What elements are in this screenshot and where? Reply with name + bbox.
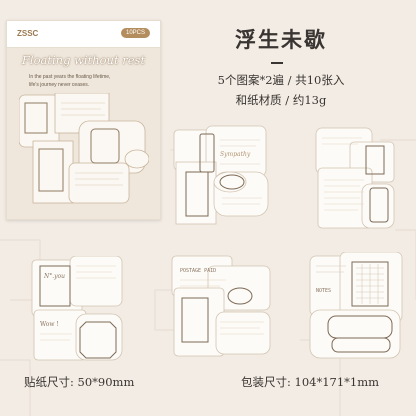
title-divider: [271, 62, 283, 64]
sticker-label-notes: NOTES: [316, 288, 331, 294]
sticker-label-postage: POSTAGE PAID: [180, 268, 216, 274]
product-spec-material: 和纸材质 / 约13g: [235, 93, 327, 107]
package-subtitle: In the past years the floating lifetime,…: [29, 73, 148, 89]
package-title: Floating without rest: [21, 53, 146, 67]
product-spec-quantity: 5个图案*2遍 / 共10张入: [217, 73, 345, 87]
package-header: ZSSC 10PCS: [7, 21, 160, 48]
sticker-design-2: [315, 127, 395, 229]
product-title: 浮生未歇: [235, 27, 327, 52]
sticker-design-3: N°.you Wow !: [31, 256, 123, 361]
package-sticker-collage: [19, 93, 149, 204]
sticker-size-spec: 贴纸尺寸: 50*90mm: [24, 375, 135, 389]
sticker-label-you: N°.you: [43, 273, 65, 280]
sticker-label-sympathy: Sympathy: [220, 151, 251, 158]
sticker-design-5: NOTES: [309, 252, 403, 359]
package-size-spec: 包装尺寸: 104*171*1mm: [241, 375, 380, 389]
brand-logo: ZSSC: [17, 29, 39, 38]
sticker-label-wow: Wow !: [40, 321, 59, 328]
package-subtitle-line: life's journey never ceases.: [29, 82, 90, 88]
sticker-design-1: Sympathy: [173, 125, 269, 225]
product-package: ZSSC 10PCS Floating without rest In the …: [6, 20, 161, 220]
package-subtitle-line: In the past years the floating lifetime,: [29, 74, 111, 80]
piece-count-badge: 10PCS: [120, 28, 150, 38]
sticker-design-4: POSTAGE PAID: [171, 255, 271, 357]
